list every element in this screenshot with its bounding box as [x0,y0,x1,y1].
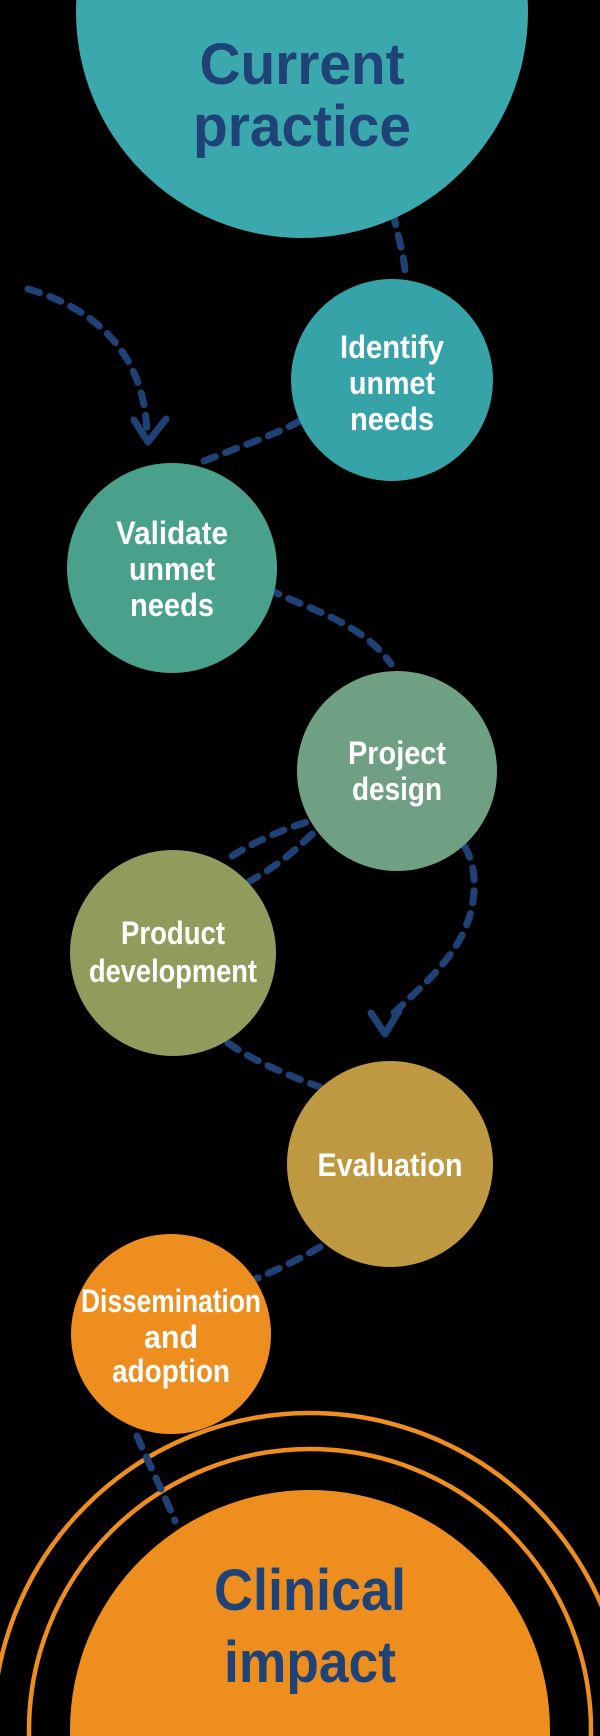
clinical-impact-label-line1: Clinical [214,1558,406,1623]
evaluation-label: Evaluation [318,1147,463,1183]
clinical-impact-inner-ring [26,1446,594,1736]
connector-identify-to-validate [200,417,304,465]
project-design-label-line1: Project [348,735,446,771]
connector-product-development-to-evaluation [224,1039,324,1091]
node-project-design [297,671,497,871]
connector-project-design-to-product-development [246,830,316,885]
clinical-impact-outer-ring [0,1410,600,1676]
connector-dissemination-to-clinical-impact [133,1432,179,1525]
validate-label-line3: needs [130,587,214,623]
current-practice-label-line2: practice [193,94,411,159]
node-evaluation [287,1061,493,1267]
node-product-development [70,850,276,1056]
dissemination-label-line2: and [144,1319,198,1355]
identify-label-line3: needs [350,401,434,437]
product-development-label-line1: Product [121,915,225,951]
connector-left-curve-to-validate [24,285,151,440]
node-clinical-impact [70,1490,550,1736]
node-validate-unmet-needs [67,463,277,673]
validate-label-line2: unmet [129,551,215,587]
clinical-impact-label-line2: impact [224,1630,396,1695]
arrowhead-into-validate-icon [130,415,170,446]
project-design-label-line2: design [352,771,442,807]
arrowhead-into-evaluation-icon [367,1007,403,1038]
connector-validate-to-project-design [264,585,395,668]
dissemination-label-line3: adoption [112,1353,230,1389]
current-practice-label-line1: Current [200,32,405,97]
node-current-practice [76,0,528,238]
identify-label-line1: Identify [340,329,444,365]
node-dissemination-and-adoption [71,1234,271,1434]
identify-label-line2: unmet [349,365,435,401]
node-identify-unmet-needs [291,279,493,481]
validate-label-line1: Validate [116,515,228,551]
dissemination-label-line1: Dissemination [81,1283,261,1319]
product-development-label-line2: development [89,953,257,989]
